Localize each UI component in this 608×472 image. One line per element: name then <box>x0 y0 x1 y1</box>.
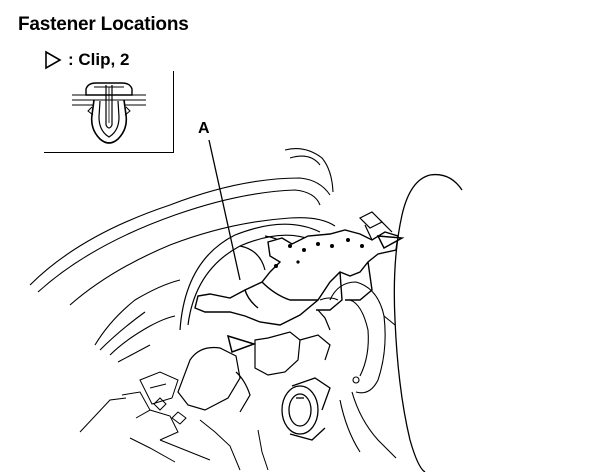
steering-column-lower <box>177 309 331 413</box>
triangle-outline-icon <box>44 50 62 70</box>
center-console-parts <box>319 281 397 459</box>
legend-clip: : Clip, 2 <box>44 49 129 71</box>
steering-wheel-edge <box>393 173 463 472</box>
legend-label: : Clip, 2 <box>68 50 130 69</box>
dashboard-panel-outline <box>29 148 336 363</box>
lower-dash-details <box>79 371 269 471</box>
clip-marker-icon <box>376 235 405 250</box>
page-title: Fastener Locations <box>18 14 189 35</box>
callout-label-a: A <box>198 120 210 137</box>
clip-marker-icon <box>226 334 257 353</box>
side-bracket <box>358 211 393 241</box>
callout-a-leader-line <box>208 139 241 281</box>
ignition-cylinder <box>281 377 331 441</box>
column-cover-bracket-a <box>194 229 399 326</box>
clip-cross-section-drawing <box>72 82 146 144</box>
clip-detail-inset <box>44 71 174 153</box>
instrument-cluster <box>179 223 321 331</box>
bracket-holes <box>274 238 364 268</box>
